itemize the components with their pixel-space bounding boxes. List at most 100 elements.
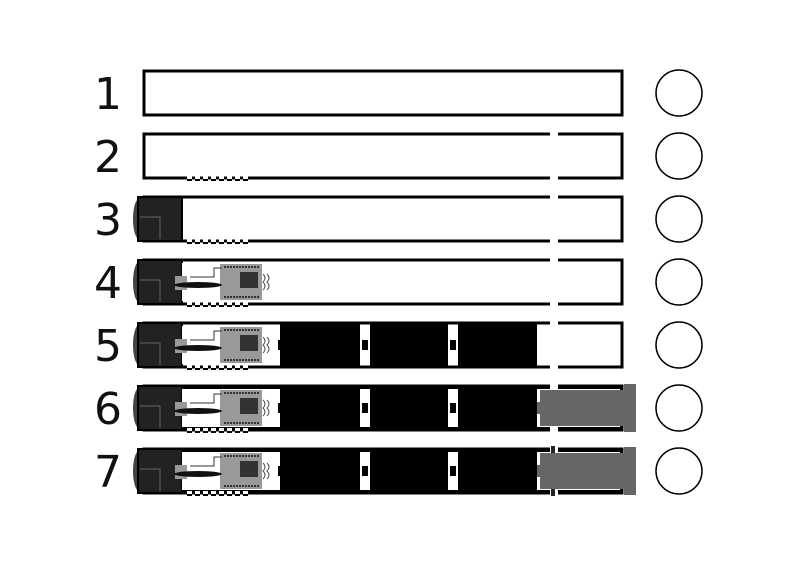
step-number: 2 bbox=[94, 132, 122, 183]
dash-mark bbox=[243, 179, 248, 181]
battery-cell bbox=[370, 387, 448, 429]
dash-mark bbox=[195, 431, 200, 433]
dash-mark bbox=[195, 305, 200, 307]
dash-mark bbox=[219, 368, 224, 370]
pin bbox=[257, 422, 259, 424]
end-cap bbox=[540, 390, 626, 426]
spring-icon bbox=[262, 336, 270, 354]
pin bbox=[230, 359, 232, 361]
dash-mark bbox=[211, 494, 216, 496]
dash-mark bbox=[235, 365, 240, 369]
end-cap-rim bbox=[624, 384, 636, 432]
battery-terminal bbox=[278, 403, 284, 413]
tube-gap bbox=[550, 257, 558, 307]
dash-mark bbox=[243, 491, 248, 495]
pin bbox=[236, 359, 238, 361]
pin bbox=[230, 266, 232, 268]
dash-mark bbox=[211, 176, 216, 180]
pin bbox=[224, 359, 226, 361]
pin bbox=[227, 422, 229, 424]
pin bbox=[251, 359, 253, 361]
checkbox-circle bbox=[655, 321, 703, 369]
tube-gap bbox=[550, 131, 558, 181]
pin bbox=[254, 422, 256, 424]
pin bbox=[254, 455, 256, 457]
dash-mark bbox=[195, 302, 200, 306]
pin bbox=[239, 422, 241, 424]
pin bbox=[236, 329, 238, 331]
pin bbox=[242, 359, 244, 361]
checkbox-circle bbox=[655, 258, 703, 306]
pin bbox=[230, 422, 232, 424]
connector-lens bbox=[174, 345, 222, 351]
step-row: 5 bbox=[94, 320, 703, 372]
dash-mark bbox=[235, 179, 240, 181]
battery-terminal bbox=[450, 340, 456, 350]
dash-mark bbox=[203, 368, 208, 370]
dash-mark bbox=[203, 494, 208, 496]
dash-mark bbox=[195, 365, 200, 369]
wire bbox=[190, 456, 222, 467]
pin bbox=[236, 422, 238, 424]
pin bbox=[245, 422, 247, 424]
pin bbox=[224, 455, 226, 457]
wire bbox=[190, 267, 222, 278]
dash-mark bbox=[227, 305, 232, 307]
dash-mark bbox=[219, 431, 224, 433]
dash-mark bbox=[211, 242, 216, 244]
dash-mark bbox=[243, 431, 248, 433]
pin bbox=[245, 485, 247, 487]
pin bbox=[248, 266, 250, 268]
pin bbox=[251, 266, 253, 268]
endcap-wire bbox=[140, 342, 161, 365]
pin bbox=[257, 359, 259, 361]
dash-mark bbox=[235, 494, 240, 496]
battery-terminal bbox=[278, 466, 284, 476]
dash-mark bbox=[203, 431, 208, 433]
pin bbox=[242, 296, 244, 298]
pin bbox=[254, 296, 256, 298]
dash-mark bbox=[227, 428, 232, 432]
checkbox-circle bbox=[655, 132, 703, 180]
battery-terminal bbox=[368, 340, 374, 350]
battery-cell bbox=[458, 324, 537, 366]
pin bbox=[242, 485, 244, 487]
dash-mark bbox=[187, 431, 192, 433]
chip bbox=[240, 461, 258, 477]
dash-mark bbox=[243, 305, 248, 307]
pin bbox=[230, 392, 232, 394]
pin bbox=[257, 296, 259, 298]
checkbox-circle bbox=[655, 384, 703, 432]
dash-mark bbox=[211, 179, 216, 181]
pin bbox=[251, 392, 253, 394]
pin bbox=[224, 266, 226, 268]
dash-mark bbox=[187, 239, 192, 243]
dash-mark bbox=[211, 302, 216, 306]
pin bbox=[230, 455, 232, 457]
battery-cell bbox=[370, 324, 448, 366]
pin bbox=[224, 296, 226, 298]
pin bbox=[242, 455, 244, 457]
chip bbox=[240, 335, 258, 351]
dash-mark bbox=[203, 239, 208, 243]
pin bbox=[251, 329, 253, 331]
step-row: 3 bbox=[94, 194, 703, 246]
pin bbox=[248, 455, 250, 457]
pin bbox=[236, 392, 238, 394]
wire bbox=[190, 393, 222, 404]
connector-lens bbox=[174, 408, 222, 414]
battery-cell bbox=[280, 387, 360, 429]
dash-mark bbox=[211, 368, 216, 370]
checkbox-circle bbox=[655, 447, 703, 495]
dash-mark bbox=[187, 494, 192, 496]
dash-mark bbox=[187, 179, 192, 181]
dash-mark bbox=[219, 302, 224, 306]
endcap-wire bbox=[140, 405, 161, 428]
dash-mark bbox=[203, 428, 208, 432]
dash-mark bbox=[211, 305, 216, 307]
dash-mark bbox=[243, 494, 248, 496]
pin bbox=[254, 392, 256, 394]
pin bbox=[230, 329, 232, 331]
pin bbox=[233, 359, 235, 361]
dash-mark bbox=[243, 242, 248, 244]
